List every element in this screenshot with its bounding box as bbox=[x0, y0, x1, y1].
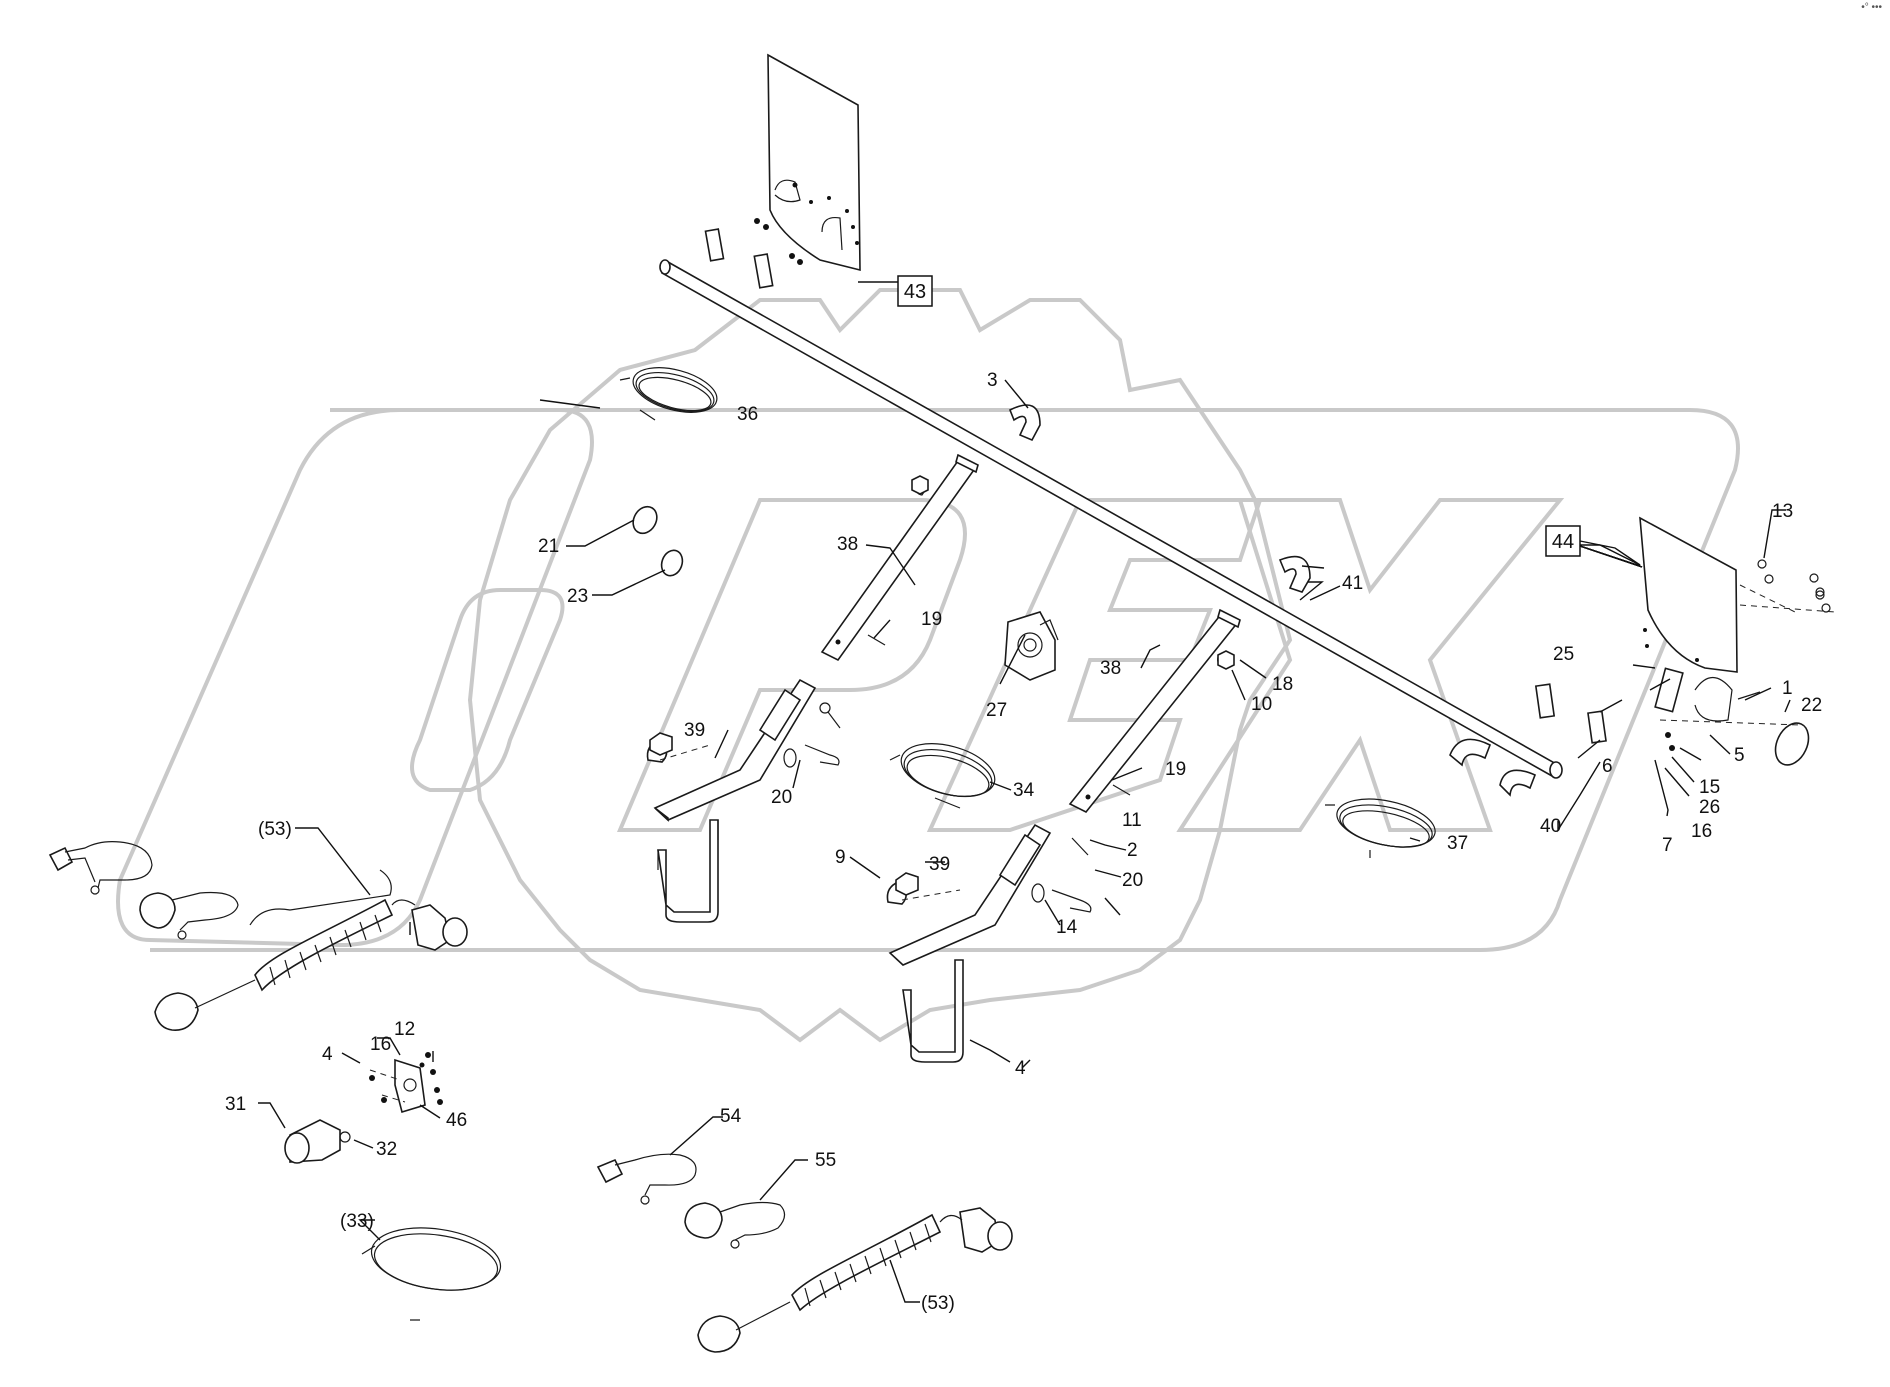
callout-33: (33) bbox=[340, 1211, 374, 1232]
watermark-gear bbox=[467, 288, 1293, 1043]
watermark-o-inner bbox=[410, 588, 565, 792]
bracket-arm-38-left bbox=[820, 453, 979, 662]
cable-left-lower bbox=[139, 891, 239, 940]
callout-16-right: 16 bbox=[1691, 821, 1712, 842]
boxed-callout-43: 43 bbox=[897, 275, 933, 307]
callout-40: 40 bbox=[1540, 816, 1561, 837]
callout-18: 18 bbox=[1272, 674, 1293, 695]
callout-labels: 3 36 21 23 38 19 41 38 18 10 27 39 34 19… bbox=[225, 370, 1822, 1314]
callout-38-right: 38 bbox=[1100, 658, 1121, 679]
leader-lines bbox=[258, 281, 1791, 1303]
cable-54 bbox=[596, 1153, 697, 1205]
callout-55: 55 bbox=[815, 1150, 836, 1171]
callout-20-left: 20 bbox=[771, 787, 792, 808]
watermark-letter-x bbox=[1176, 498, 1565, 832]
callout-32: 32 bbox=[376, 1139, 397, 1160]
callout-13: 13 bbox=[1772, 501, 1793, 522]
callout-12: 12 bbox=[394, 1019, 415, 1040]
boxed-callout-44: 44 bbox=[1545, 525, 1581, 557]
socket-27 bbox=[1004, 611, 1059, 681]
socket-31 bbox=[284, 1119, 351, 1164]
cable-53-bottom bbox=[697, 1207, 1013, 1353]
cable-left-upper bbox=[48, 841, 153, 895]
callout-1: 1 bbox=[1782, 678, 1793, 699]
cable-53-left bbox=[154, 869, 468, 1031]
callout-38-left: 38 bbox=[837, 534, 858, 555]
cable-coil-37 bbox=[1325, 798, 1436, 858]
corner-mark: •° ••• bbox=[1861, 2, 1882, 13]
callout-9: 9 bbox=[835, 847, 846, 868]
callout-5: 5 bbox=[1734, 745, 1745, 766]
axle-bar bbox=[659, 259, 1563, 779]
cable-coil-36 bbox=[619, 367, 718, 421]
callout-46: 46 bbox=[446, 1110, 467, 1131]
mudflap-44 bbox=[1534, 516, 1836, 766]
callout-53-left: (53) bbox=[258, 819, 292, 840]
callout-20-right: 20 bbox=[1122, 870, 1143, 891]
callout-21: 21 bbox=[538, 536, 559, 557]
callout-23: 23 bbox=[567, 586, 588, 607]
cable-coil-33 bbox=[361, 1227, 502, 1321]
callout-41: 41 bbox=[1342, 573, 1363, 594]
bracket-arm-38-right bbox=[1068, 608, 1241, 814]
u-bolt-3 bbox=[1008, 404, 1041, 442]
nuts bbox=[649, 475, 1235, 896]
callout-15: 15 bbox=[1699, 777, 1720, 798]
watermark-letter-e bbox=[926, 498, 1263, 832]
callout-3: 3 bbox=[987, 370, 998, 391]
u-bolt-right-2 bbox=[1499, 769, 1537, 797]
bracket-39-left bbox=[646, 678, 841, 923]
callout-53-bottom: (53) bbox=[921, 1293, 955, 1314]
callout-6: 6 bbox=[1602, 756, 1613, 777]
callout-39-left: 39 bbox=[684, 720, 705, 741]
callout-37: 37 bbox=[1447, 833, 1468, 854]
callout-27: 27 bbox=[986, 700, 1007, 721]
callout-54: 54 bbox=[720, 1106, 742, 1127]
callout-43-label: 43 bbox=[904, 281, 926, 303]
callout-36: 36 bbox=[737, 404, 758, 425]
callout-34: 34 bbox=[1013, 780, 1035, 801]
plate-46 bbox=[369, 1052, 443, 1114]
watermark-band bbox=[150, 408, 1740, 952]
callout-2: 2 bbox=[1127, 840, 1138, 861]
callout-39-right: 39 bbox=[929, 854, 950, 875]
u-bolt-right-1 bbox=[1449, 738, 1492, 767]
callout-16-left: 16 bbox=[370, 1034, 391, 1055]
callout-7: 7 bbox=[1662, 835, 1673, 856]
disc-21 bbox=[632, 505, 658, 535]
disc-23 bbox=[660, 549, 684, 577]
callout-44-label: 44 bbox=[1552, 531, 1574, 553]
callout-19-left: 19 bbox=[921, 609, 942, 630]
callout-4-right: 4 bbox=[1015, 1058, 1026, 1079]
callout-26: 26 bbox=[1699, 797, 1720, 818]
u-bolt-41 bbox=[1278, 555, 1311, 593]
callout-31: 31 bbox=[225, 1094, 246, 1115]
mudflap-43 bbox=[704, 53, 861, 289]
watermark-letter-o bbox=[116, 408, 594, 948]
cable-coil-34 bbox=[889, 743, 996, 809]
callout-19-right: 19 bbox=[1165, 759, 1186, 780]
cable-55 bbox=[684, 1201, 786, 1249]
bracket-39-right bbox=[886, 823, 1092, 1063]
callout-10: 10 bbox=[1251, 694, 1272, 715]
callout-4-left: 4 bbox=[322, 1044, 333, 1065]
callout-14: 14 bbox=[1056, 917, 1078, 938]
callout-22: 22 bbox=[1801, 695, 1822, 716]
callout-25: 25 bbox=[1553, 644, 1574, 665]
callout-11: 11 bbox=[1122, 810, 1142, 831]
